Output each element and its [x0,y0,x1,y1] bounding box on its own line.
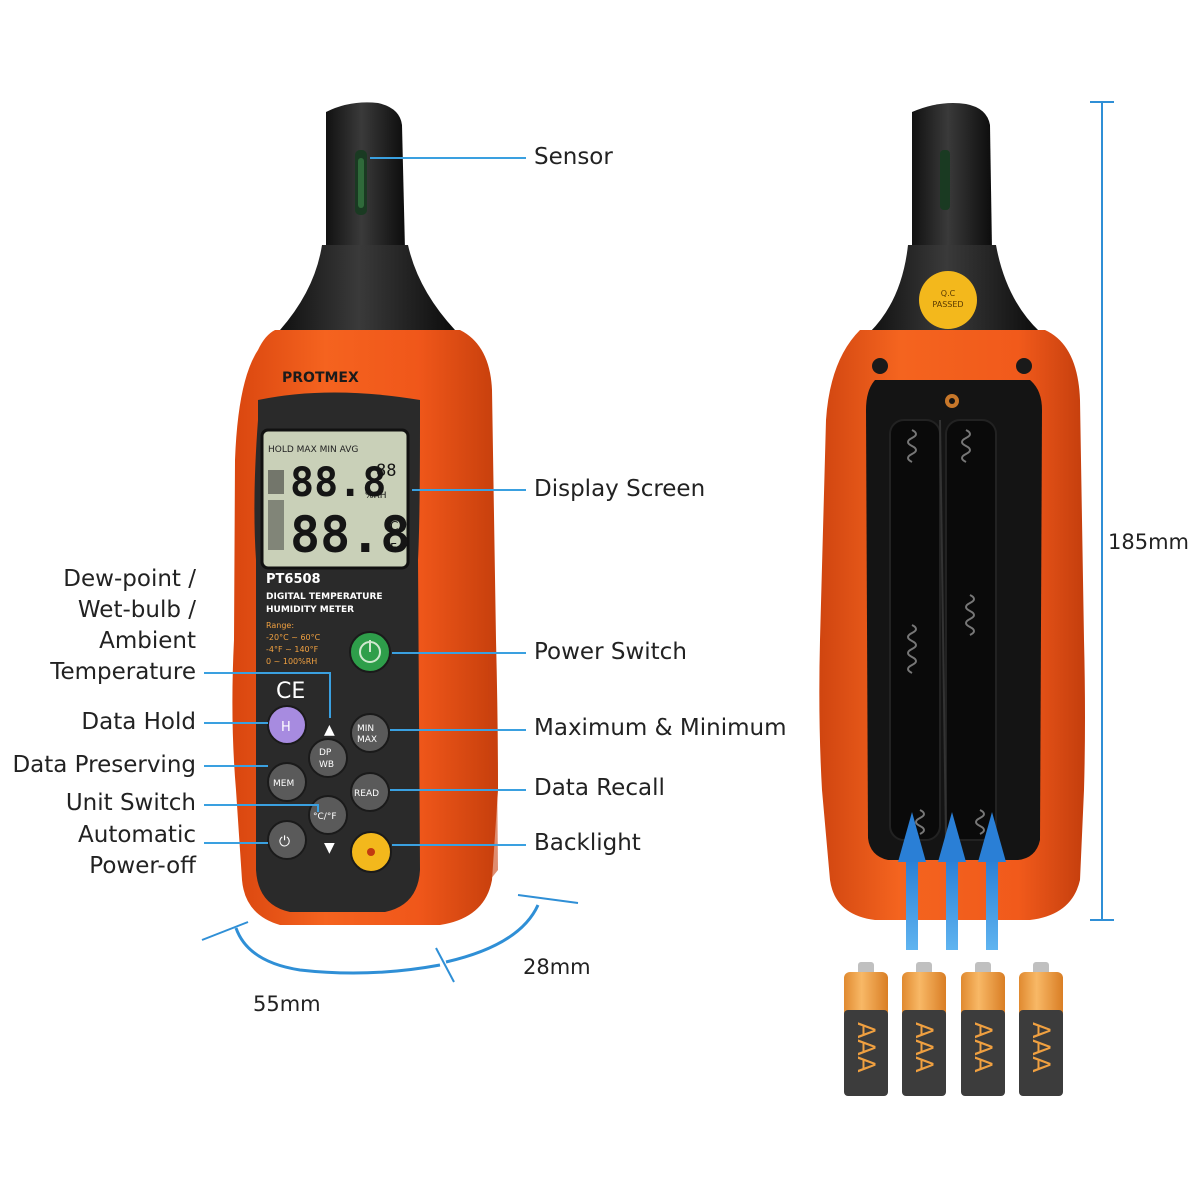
lcd-small-digits: 88 [376,461,396,481]
battery-label: AAA [1027,1022,1055,1073]
mem-key-label: MEM [273,779,294,789]
label-dewpoint-line2: Wet-bulb / [77,597,196,623]
dpwb-key-label-1: DP [319,748,332,758]
label-sensor: Sensor [534,144,613,170]
label-data-hold: Data Hold [81,709,196,735]
min-max-button[interactable] [350,713,390,753]
read-key-label: READ [354,789,379,799]
mem-button[interactable] [267,762,307,802]
back-device: Q.C PASSED [819,103,1085,920]
depth-arc [445,904,540,964]
label-max-min: Maximum & Minimum [534,715,787,741]
label-auto-power-off-line2: Power-off [89,853,196,879]
label-data-recall: Data Recall [534,775,665,801]
lcd-upper-digits: 88.8 [290,460,386,506]
qc-line-2: PASSED [932,300,963,309]
battery-label: AAA [852,1022,880,1073]
label-backlight: Backlight [534,830,641,856]
dpwb-key-label-2: WB [319,760,334,770]
dimension-marks [201,101,1114,983]
lcd-top-tags: HOLD MAX MIN AVG [268,445,358,455]
front-device: PROTMEX HOLD MAX MIN AVG 88.8 88 %RH 88.… [232,102,498,925]
leader-dewpoint [204,672,331,718]
leader-unit [204,804,319,812]
battery-2: AAA [902,962,946,1096]
insert-arrow-icon [938,812,966,950]
range-line-3: 0 ~ 100%RH [266,657,317,666]
label-unit-switch: Unit Switch [65,790,196,816]
label-depth-dimension: 28mm [523,955,591,979]
insert-arrow-icon [898,812,926,950]
label-dewpoint-line1: Dew-point / [63,566,196,592]
lcd-lower-digits: 88.8 [290,506,410,564]
label-height-dimension: 185mm [1108,530,1189,554]
label-width-dimension: 55mm [253,992,321,1016]
ce-mark: CE [276,679,305,704]
apo-key-label: ⏻ [279,834,290,850]
down-arrow-icon: ▼ [324,840,335,856]
label-auto-power-off-line1: Automatic [78,822,196,848]
insert-arrow-icon [978,812,1006,950]
range-line-2: -4°F ~ 140°F [266,645,319,654]
battery-1: AAA [844,962,888,1096]
model-label: PT6508 [266,572,321,587]
aaa-batteries: AAA AAA AAA AAA [844,962,1063,1096]
lcd-unit-f: °F [384,541,397,555]
battery-4: AAA [1019,962,1063,1096]
read-button[interactable] [350,772,390,812]
minmax-key-label-2: MAX [357,735,377,745]
label-display-screen: Display Screen [534,476,706,502]
minmax-key-label-1: MIN [357,724,374,734]
battery-3: AAA [961,962,1005,1096]
range-title: Range: [266,621,294,630]
battery-label: AAA [969,1022,997,1073]
subtitle-line2: HUMIDITY METER [266,605,354,615]
range-line-1: -20°C ~ 60°C [266,633,321,642]
width-arc [234,927,441,975]
battery-insert-arrows [898,812,1006,950]
label-dewpoint-line4: Temperature [50,659,196,685]
leader-lines [204,157,526,846]
battery-label: AAA [910,1022,938,1073]
dp-wb-button[interactable] [308,738,348,778]
subtitle-line1: DIGITAL TEMPERATURE [266,592,383,602]
label-data-preserving: Data Preserving [12,752,196,778]
lcd-upper-unit: %RH [365,491,387,501]
qc-line-1: Q.C [941,289,956,298]
label-dewpoint-line3: Ambient [99,628,196,654]
qc-sticker [919,271,977,329]
back-sensor-probe [912,103,992,250]
device-neck [280,245,455,330]
hold-key-label: H [281,720,291,735]
lcd-screen [260,428,410,570]
label-power-switch: Power Switch [534,639,687,665]
brand-label: PROTMEX [282,370,359,386]
data-hold-button[interactable] [267,705,307,745]
auto-power-off-button[interactable] [267,820,307,860]
up-arrow-icon: ▲ [324,722,335,738]
unit-key-label: °C/°F [313,812,337,822]
lcd-unit-c: °C [384,519,398,533]
